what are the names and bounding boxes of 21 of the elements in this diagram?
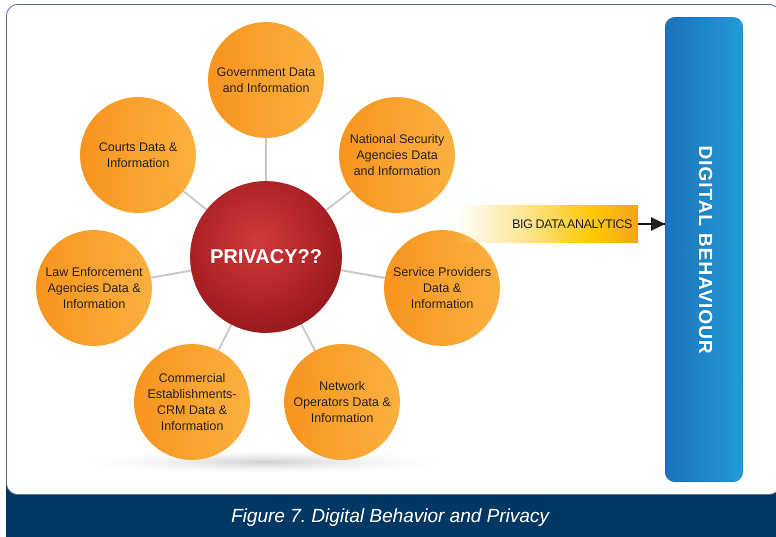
panel-title: DIGITAL BEHAVIOUR <box>693 144 715 354</box>
topic-label: Courts Data & Information <box>98 139 178 171</box>
topic-label: Service Providers Data & Information <box>392 264 492 312</box>
connector-line <box>182 190 208 210</box>
figure-caption: Figure 7. Digital Behavior and Privacy <box>230 506 551 528</box>
topic-label: Network Operators Data & Information <box>292 378 392 426</box>
connector-line <box>300 324 316 352</box>
arrow <box>638 217 665 231</box>
topic-label: Government Data and Information <box>216 64 316 96</box>
connector-line <box>340 269 386 279</box>
hub-label: PRIVACY?? <box>210 246 322 268</box>
arrow-band <box>456 205 638 243</box>
topic-label: National Security Agencies Data and Information <box>348 131 446 179</box>
topic-label: Law Enforcement Agencies Data & Information <box>44 264 144 312</box>
connector-line <box>265 138 267 181</box>
connector-line <box>217 324 232 351</box>
connector-line <box>325 190 352 212</box>
band-label: BIG DATA ANALYTICS <box>512 217 632 231</box>
connector-line <box>150 270 192 279</box>
topic-label: Commercial Establishments-CRM Data & Information <box>146 370 238 434</box>
side-panel <box>665 17 743 482</box>
